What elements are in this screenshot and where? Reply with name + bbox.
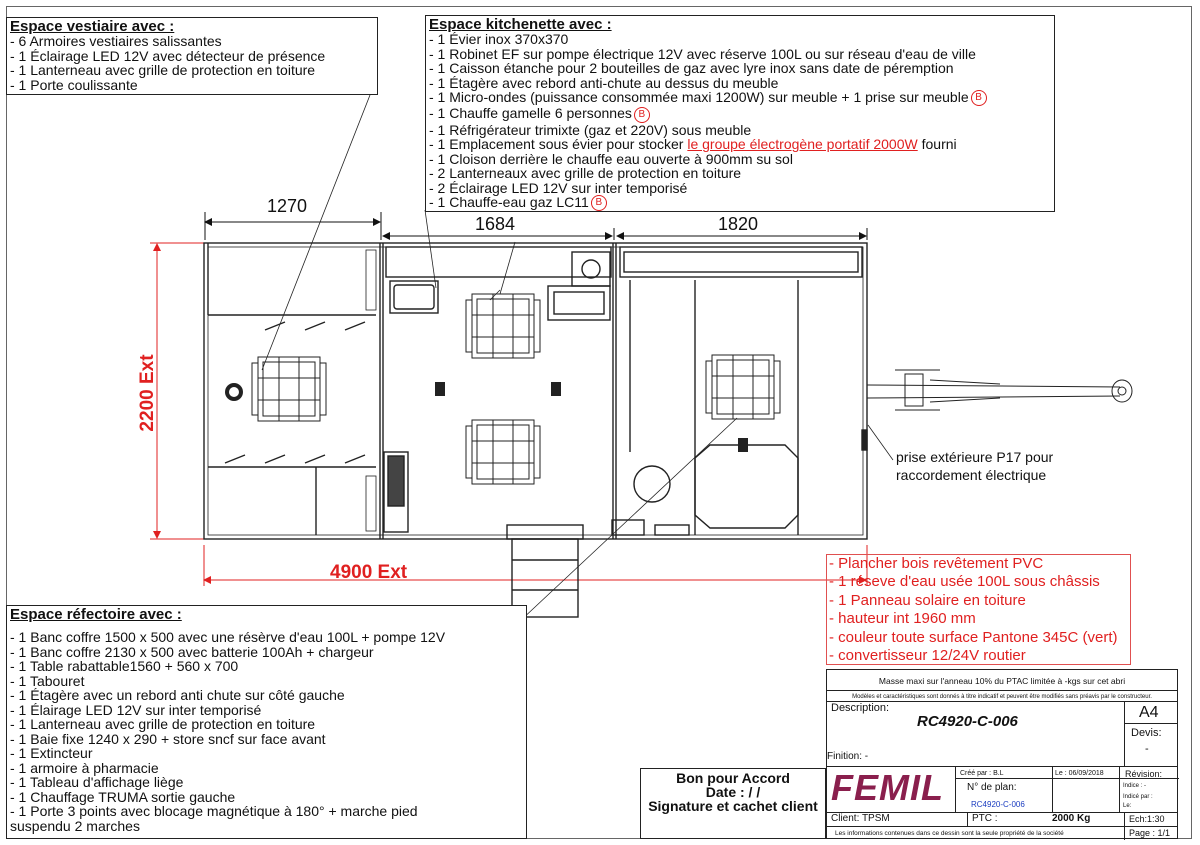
badge-b-icon: B <box>633 106 650 123</box>
option-line: - 1 réseve d'eau usée 100L sous châssis <box>829 573 1100 591</box>
accord-line1: Bon pour Accord <box>676 770 790 786</box>
refectoire-line: - 1 Banc coffre 2130 x 500 avec batterie… <box>10 643 374 660</box>
refectoire-line: - 1 Étagère avec un rebord anti chute su… <box>10 687 345 703</box>
height-dimension <box>150 242 205 540</box>
dim-1820: 1820 <box>718 214 759 234</box>
refectoire-line: - 1 Porte 3 points avec blocage magnétiq… <box>10 803 418 819</box>
tow-bar <box>866 369 1133 411</box>
top-dimensions <box>204 212 868 240</box>
plug-note-line1: prise extérieure P17 pour <box>896 449 1054 465</box>
leader-lines <box>261 94 894 623</box>
footer-note: Les informations contenues dans ce dessi… <box>835 830 1064 837</box>
refectoire-line: - 1 Extincteur <box>10 745 93 761</box>
kitchenette-line: - 2 Éclairage LED 12V sur inter temporis… <box>429 179 688 196</box>
accord-line3: Signature et cachet client <box>648 798 818 814</box>
kitchenette-line: - 1 Robinet EF sur pompe électrique 12V … <box>429 45 976 62</box>
client: Client: TPSM <box>831 813 890 824</box>
kitchenette-line: - 1 Étagère avec rebord anti-chute au de… <box>429 74 779 91</box>
plan-value: RC4920-C-006 <box>971 800 1025 809</box>
description-value: RC4920-C-006 <box>917 713 1018 730</box>
light-fixtures <box>225 382 748 452</box>
kitchenette-line-suffix: fourni <box>917 136 957 153</box>
refectoire-box: Espace réfectoire avec : - 1 Banc coffre… <box>6 605 527 839</box>
mass-note: Masse maxi sur l'anneau 10% du PTAC limi… <box>878 676 1126 686</box>
kitchenette-line-text: - 1 Chauffe-eau gaz LC11 <box>429 194 589 211</box>
devis-value: - <box>1145 743 1149 755</box>
vestiaire-line: - 1 Lanterneau avec grille de protection… <box>10 62 316 78</box>
indice-par: Indicé par : <box>1123 794 1153 800</box>
date: Le : 06/09/2018 <box>1055 770 1104 777</box>
ptc-label: PTC : <box>972 813 998 824</box>
kitchenette-line-text: - 1 Emplacement sous évier pour stocker <box>429 136 688 153</box>
refectoire-line: - 1 Chauffage TRUMA sortie gauche <box>10 788 236 805</box>
refectoire-line: - 1 armoire à pharmacie <box>10 759 159 776</box>
option-line: - hauteur int 1960 mm <box>829 610 976 628</box>
refectoire-line: - 1 Élairage LED 12V sur inter temporisé <box>10 701 262 718</box>
shelter-outline <box>203 242 868 618</box>
options-box: - Plancher bois revêtement PVC - 1 résev… <box>826 554 1131 665</box>
vestiaire-line: - 1 Éclairage LED 12V avec détecteur de … <box>10 47 326 64</box>
vestiaire-title: Espace vestiaire avec : <box>10 18 175 35</box>
generator-link[interactable]: le groupe électrogène portatif 2000W <box>687 136 918 153</box>
devis-label: Devis: <box>1131 727 1162 739</box>
vestiaire-box: Espace vestiaire avec : - 6 Armoires ves… <box>6 17 378 95</box>
kitchenette-line: - 2 Lanterneaux avec grille de protectio… <box>429 165 742 182</box>
vestiaire-line: - 1 Porte coulissante <box>10 76 138 93</box>
format: A4 <box>1139 704 1159 721</box>
kitchenette-title: Espace kitchenette avec : <box>429 16 612 33</box>
refectoire-line: - 1 Banc coffre 1500 x 500 avec une résè… <box>10 629 446 645</box>
kitchenette-line-text: - 1 Chauffe gamelle 6 personnes <box>429 105 632 122</box>
disclaimer: Modèles et caractéristiques sont donnés … <box>852 694 1152 700</box>
plug-note: prise extérieure P17 pour raccordement é… <box>896 448 1053 484</box>
refectoire-title: Espace réfectoire avec : <box>10 606 182 623</box>
refectoire-line: - 1 Table rabattable1560 + 560 x 700 <box>10 658 239 674</box>
description-label: Description: <box>831 702 890 714</box>
length-dimension <box>203 545 868 586</box>
skylights <box>251 293 781 485</box>
kitchenette-line: - 1 Évier inox 370x370 <box>429 31 569 47</box>
revision-label: Révision: <box>1125 769 1163 779</box>
kitchenette-line: - 1 Emplacement sous évier pour stocker … <box>429 137 1051 152</box>
created-by: Créé par : B.L <box>960 770 1004 777</box>
dim-length: 4900 Ext <box>330 562 408 583</box>
kitchenette-line: - 1 Micro-ondes (puissance consommée max… <box>429 89 1051 107</box>
option-line: - Plancher bois revêtement PVC <box>829 555 1044 572</box>
indice-le: Le: <box>1123 803 1132 809</box>
badge-b-icon: B <box>590 195 607 212</box>
badge-b-icon: B <box>970 90 987 107</box>
femil-logo: FEMIL <box>831 767 944 808</box>
kitchenette-line-text: - 1 Micro-ondes (puissance consommée max… <box>429 89 969 105</box>
kitchenette-line: - 1 Réfrigérateur trimixte (gaz et 220V)… <box>429 121 752 138</box>
scale: Ech:1:30 <box>1129 814 1165 824</box>
refectoire-line: - 1 Lanterneau avec grille de protection… <box>10 716 316 732</box>
ptc-value: 2000 Kg <box>1052 813 1091 824</box>
page-number: Page : 1/1 <box>1129 828 1171 838</box>
dim-1270: 1270 <box>267 196 308 216</box>
finition: Finition: - <box>827 751 869 762</box>
kitchenette-line: - 1 Cloison derrière le chauffe eau ouve… <box>429 150 793 167</box>
refectoire-line: suspendu 2 marches <box>10 817 140 834</box>
indice: Indice : - <box>1123 783 1147 789</box>
plan-label: N° de plan: <box>967 782 1017 793</box>
kitchenette-box: Espace kitchenette avec : - 1 Évier inox… <box>425 15 1055 212</box>
vestiaire-line: - 6 Armoires vestiaires salissantes <box>10 33 222 49</box>
drawing-frame <box>6 6 1192 839</box>
dim-height: 2200 Ext <box>137 354 158 432</box>
accord-line2: Date : / / <box>705 784 761 800</box>
option-line: - 1 Panneau solaire en toiture <box>829 591 1026 609</box>
refectoire-line: - 1 Tableau d'affichage liège <box>10 774 184 790</box>
option-line: - convertisseur 12/24V routier <box>829 647 1026 665</box>
refectoire-line: - 1 Tabouret <box>10 672 85 689</box>
option-line: - couleur toute surface Pantone 345C (ve… <box>829 628 1118 646</box>
dim-1684: 1684 <box>475 214 516 234</box>
refectoire-line: - 1 Baie fixe 1240 x 290 + store sncf su… <box>10 730 326 747</box>
title-block: Masse maxi sur l'anneau 10% du PTAC limi… <box>826 669 1179 840</box>
kitchenette-line: - 1 Caisson étanche pour 2 bouteilles de… <box>429 60 954 76</box>
accord-box: Bon pour Accord Date : / / Signature et … <box>640 768 826 839</box>
plug-note-line2: raccordement électrique <box>896 467 1047 483</box>
